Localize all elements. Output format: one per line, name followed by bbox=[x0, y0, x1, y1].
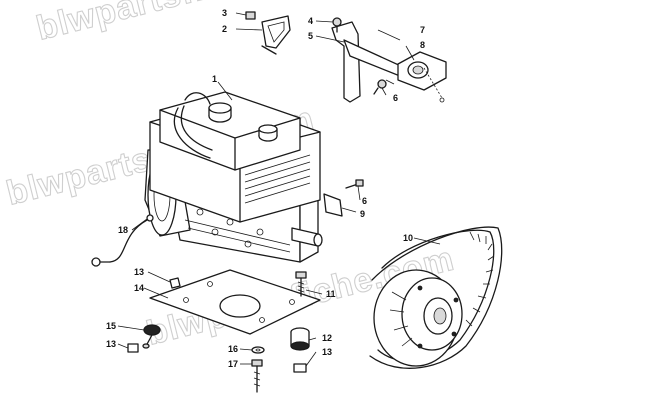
callout-13-top: 13 bbox=[134, 267, 144, 277]
callout-12: 12 bbox=[322, 333, 332, 343]
callout-15: 15 bbox=[106, 321, 116, 331]
upper-mount-bracket bbox=[331, 17, 415, 103]
lift-handle bbox=[245, 11, 291, 55]
callout-4: 4 bbox=[308, 16, 313, 26]
callout-18: 18 bbox=[118, 225, 128, 235]
leader-lines bbox=[117, 12, 441, 367]
callout-2: 2 bbox=[222, 24, 227, 34]
callout-7: 7 bbox=[420, 25, 425, 35]
mount-bolt bbox=[295, 271, 307, 297]
callout-17: 17 bbox=[228, 359, 238, 369]
callout-16: 16 bbox=[228, 344, 238, 354]
callout-3: 3 bbox=[222, 8, 227, 18]
drive-belt-clutch bbox=[369, 226, 503, 369]
callout-10: 10 bbox=[403, 233, 413, 243]
ground-wire bbox=[91, 214, 154, 267]
callout-5: 5 bbox=[308, 31, 313, 41]
callout-8: 8 bbox=[420, 40, 425, 50]
nut-top bbox=[169, 277, 181, 289]
callout-13-left: 13 bbox=[106, 339, 116, 349]
callout-1: 1 bbox=[212, 74, 217, 84]
callout-11: 11 bbox=[326, 289, 336, 299]
callout-13-right: 13 bbox=[322, 347, 332, 357]
callout-labels: 3 2 1 4 5 7 8 6 6 9 10 11 12 13 13 14 15… bbox=[106, 8, 425, 369]
callout-6-lower: 6 bbox=[362, 196, 367, 206]
callout-6-upper: 6 bbox=[393, 93, 398, 103]
washer-bolt bbox=[251, 346, 265, 393]
bearing-flange bbox=[397, 51, 447, 103]
side-bracket bbox=[323, 179, 364, 217]
mount-plate bbox=[149, 269, 321, 335]
callout-14: 14 bbox=[134, 283, 144, 293]
callout-9: 9 bbox=[360, 209, 365, 219]
engine-assembly bbox=[144, 91, 323, 263]
isolator-mount bbox=[290, 327, 310, 373]
watermark-text-top: blwpartsfiche.com bbox=[33, 0, 348, 48]
rubber-mount bbox=[127, 324, 161, 353]
